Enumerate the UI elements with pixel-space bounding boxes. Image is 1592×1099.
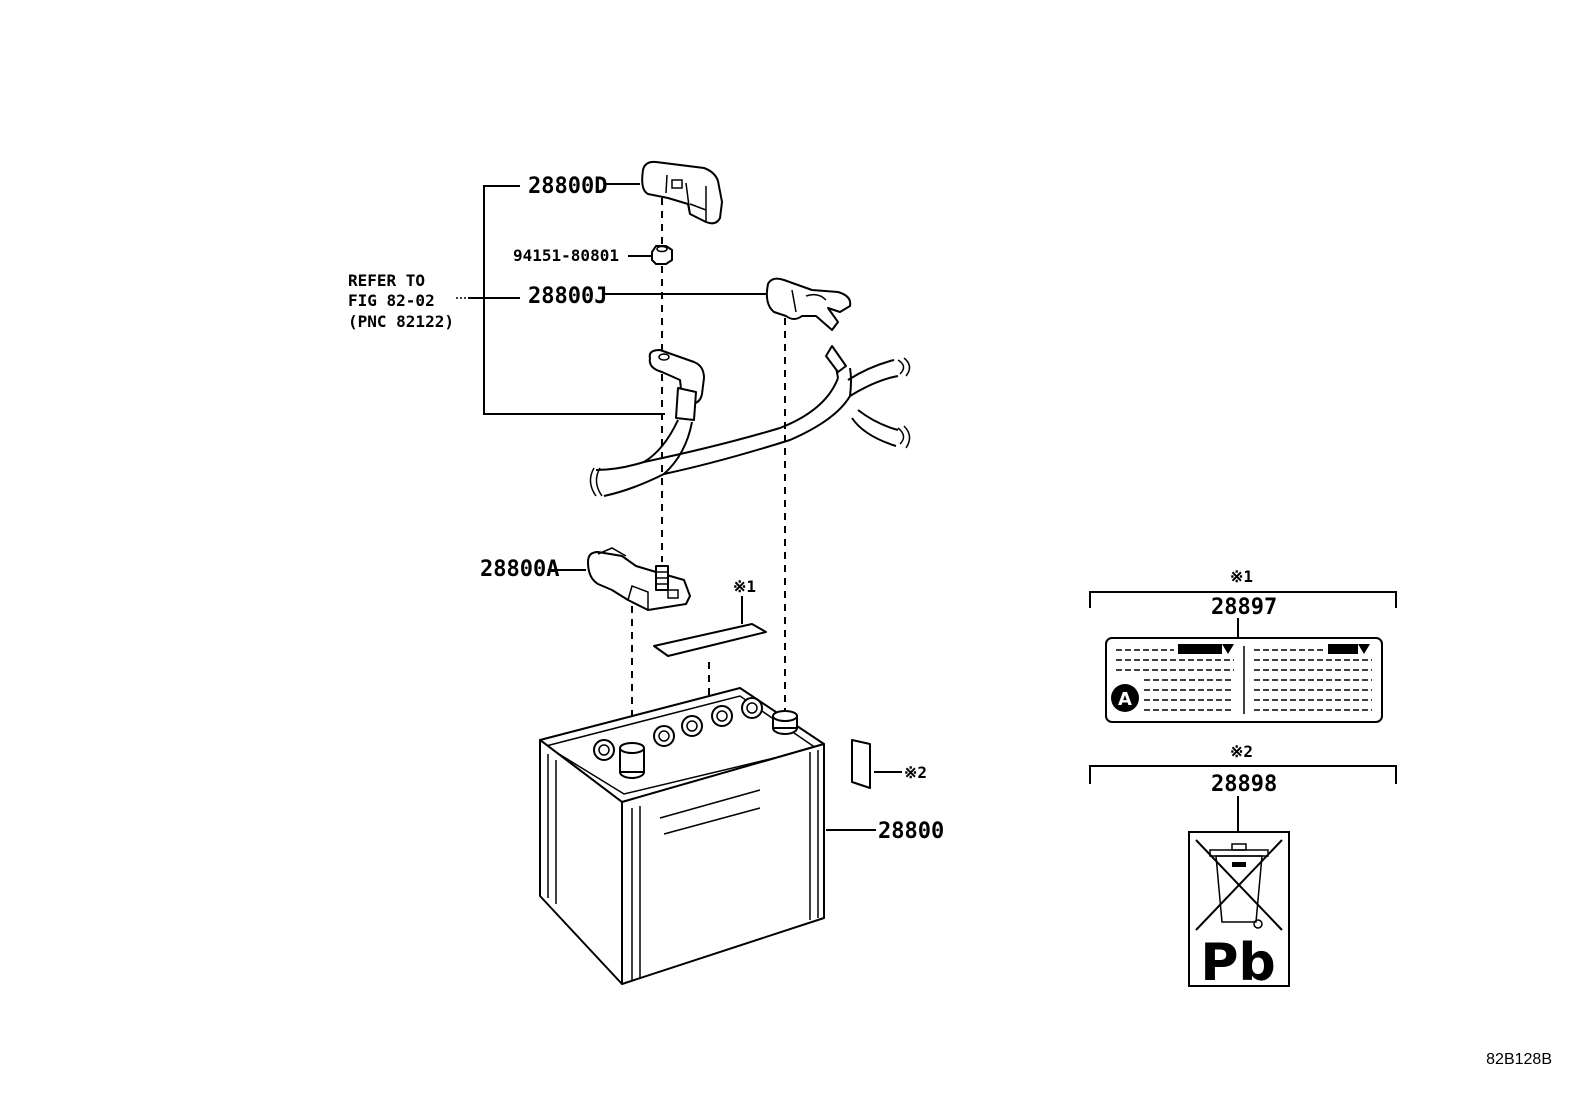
caution-badge-text: A	[1118, 689, 1132, 710]
caution-badge-icon	[1111, 684, 1139, 712]
refer-line2: FIG 82-02	[348, 291, 435, 310]
label-94151-80801: 94151-80801	[513, 246, 619, 265]
label-28897: 28897	[1211, 595, 1277, 620]
caution-label-28897: A	[1105, 637, 1383, 723]
nut-94151-80801	[651, 245, 673, 265]
label-28800J: 28800J	[528, 284, 607, 309]
recycle-sticker-small	[851, 739, 871, 789]
positive-clamp-28800A	[587, 547, 691, 611]
battery-vent-caps	[593, 697, 763, 761]
caution-sticker	[653, 623, 767, 657]
recycle-pb-text: Pb	[1200, 933, 1275, 993]
label-28800: 28800	[878, 819, 944, 844]
inset1-marker: ※1	[1230, 567, 1253, 586]
negative-clamp-28800J	[765, 277, 852, 331]
crossed-bin-icon	[1195, 839, 1283, 931]
note1-sticker-marker: ※1	[733, 577, 756, 596]
figure-code: 82B128B	[1486, 1051, 1552, 1068]
battery-28800	[539, 687, 825, 985]
refer-bracket	[456, 185, 665, 415]
inset2-marker: ※2	[1230, 742, 1253, 761]
note2-sticker-marker: ※2	[904, 763, 927, 782]
refer-line3: (PNC 82122)	[348, 312, 454, 331]
label-28800D: 28800D	[528, 174, 607, 199]
refer-line1: REFER TO	[348, 271, 425, 290]
label-28898: 28898	[1211, 772, 1277, 797]
recycle-label-28898: Pb	[1188, 831, 1290, 993]
battery-cable-harness	[589, 345, 911, 497]
terminal-cover-28800D	[641, 160, 723, 225]
battery-negative-post	[772, 710, 798, 735]
battery-positive-post	[619, 742, 645, 779]
label-28800A: 28800A	[480, 557, 559, 582]
